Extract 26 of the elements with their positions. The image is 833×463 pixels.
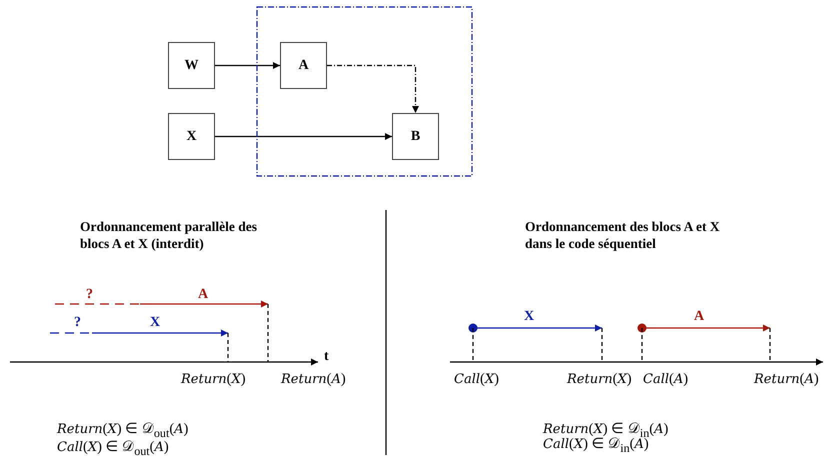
math-expression: Return(A) [281,371,346,388]
panel-heading: Ordonnancement parallèle des blocs A et X (interdit) [80,218,258,252]
math-expression: Call(X) ∈ 𝒟$_{in}$(A) [543,436,649,456]
math-expression: Return(X) ∈ 𝒟$_{out}$(A) [57,420,188,440]
block-box: W [168,42,215,89]
block-box: X [168,113,215,160]
interval-label: ? [86,287,93,303]
block-box: A [280,42,327,89]
interval-label: A [694,309,704,325]
axis-label: t [324,349,329,365]
math-expression: Return(X) [181,371,246,388]
math-expression: Return(A) [754,371,819,388]
math-expression: Call(X) ∈ 𝒟$_{out}$(A) [57,438,169,459]
interval-label: A [198,287,208,303]
math-expression: Return(X) [567,371,632,388]
dashed-group-frame [256,6,473,177]
arrow [327,64,419,113]
interval-label: X [524,309,534,325]
math-expression: Call(X) [454,371,499,388]
math-expression: Call(A) [643,371,688,388]
interval-label: ? [74,315,81,331]
interval-label: X [150,315,160,331]
arrow [215,133,392,140]
arrow [215,62,280,69]
block-box: B [392,113,439,160]
panel-heading: Ordonnancement des blocs A et X dans le code séquentiel [525,218,721,252]
